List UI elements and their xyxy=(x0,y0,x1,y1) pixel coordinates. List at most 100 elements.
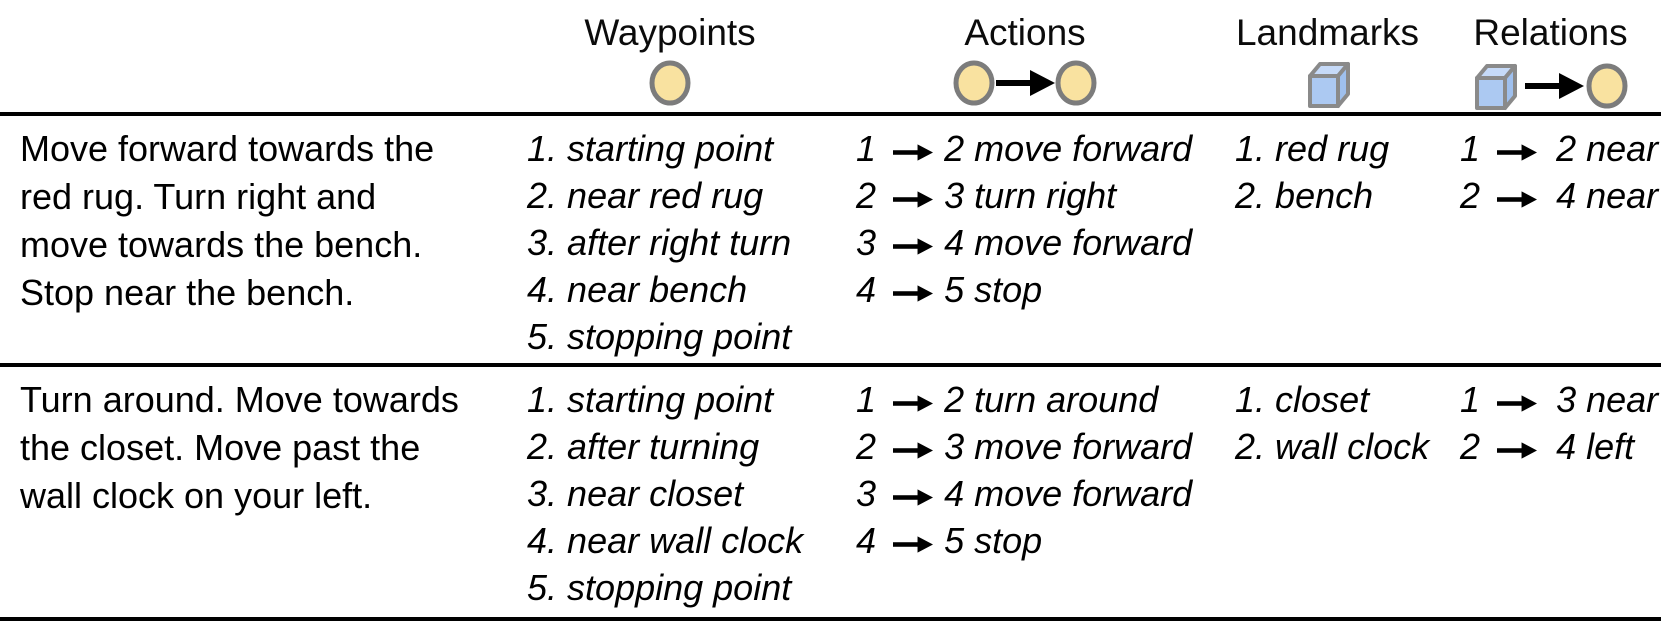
header-waypoints: Waypoints xyxy=(505,0,835,117)
landmark-item: 2. bench xyxy=(1235,172,1440,219)
from-waypoint-number: 1 xyxy=(1460,379,1481,420)
from-waypoint-number: 3 xyxy=(856,222,877,263)
arrow-right-icon xyxy=(1497,442,1538,459)
to-waypoint-number: 2 xyxy=(944,379,965,420)
item-number: 5. xyxy=(527,316,558,357)
action-item: 4 5 stop xyxy=(856,266,1215,313)
instruction-line: red rug. Turn right and xyxy=(20,176,377,217)
from-waypoint-number: 4 xyxy=(856,269,877,310)
item-number: 5. xyxy=(527,567,558,608)
item-label: turn right xyxy=(974,175,1117,216)
instruction-line: Stop near the bench. xyxy=(20,272,355,313)
action-item: 1 2 turn around xyxy=(856,376,1215,423)
item-label: wall clock xyxy=(1275,426,1430,467)
action-item: 3 4 move forward xyxy=(856,219,1215,266)
item-number: 1. xyxy=(527,128,558,169)
item-label: near xyxy=(1586,379,1659,420)
arrow-right-icon xyxy=(1497,395,1538,412)
action-item: 2 3 move forward xyxy=(856,423,1215,470)
item-label: move forward xyxy=(974,128,1193,169)
from-waypoint-number: 3 xyxy=(856,473,877,514)
item-number: 2. xyxy=(1235,175,1266,216)
from-waypoint-number: 2 xyxy=(1460,426,1481,467)
item-label: near red rug xyxy=(567,175,764,216)
item-number: 4. xyxy=(527,520,558,561)
waypoint-arrow-waypoint-icon xyxy=(950,58,1100,113)
item-label: stop xyxy=(974,269,1043,310)
item-label: starting point xyxy=(567,379,774,420)
to-waypoint-number: 4 xyxy=(944,222,965,263)
header-landmarks-label: Landmarks xyxy=(1235,12,1420,53)
header-actions: Actions xyxy=(835,0,1215,117)
arrow-right-icon xyxy=(893,489,934,506)
item-label: turn around xyxy=(974,379,1159,420)
waypoint-item: 1. starting point xyxy=(527,125,835,172)
arrow-right-icon xyxy=(893,536,934,553)
to-waypoint-number: 5 xyxy=(944,269,965,310)
instruction-line: the closet. Move past the xyxy=(20,427,421,468)
from-waypoint-number: 1 xyxy=(856,379,877,420)
item-label: starting point xyxy=(567,128,774,169)
item-label: move forward xyxy=(974,222,1193,263)
item-label: move forward xyxy=(974,473,1193,514)
item-label: bench xyxy=(1275,175,1374,216)
to-waypoint-number: 4 xyxy=(944,473,965,514)
arrow-right-icon xyxy=(893,144,934,161)
item-label: stopping point xyxy=(567,567,792,608)
action-item: 4 5 stop xyxy=(856,517,1215,564)
action-item: 1 2 move forward xyxy=(856,125,1215,172)
to-waypoint-number: 2 xyxy=(1556,128,1577,169)
item-number: 1. xyxy=(1235,379,1266,420)
item-label: closet xyxy=(1275,379,1370,420)
relation-item: 1 2 near xyxy=(1460,125,1661,172)
landmark-item: 2. wall clock xyxy=(1235,423,1440,470)
waypoint-item: 3. near closet xyxy=(527,470,835,517)
table-row: Turn around. Move towards the closet. Mov… xyxy=(0,367,1661,621)
arrow-right-icon xyxy=(1497,191,1538,208)
landmark-cube-icon xyxy=(1303,58,1353,117)
from-waypoint-number: 2 xyxy=(1460,175,1481,216)
item-number: 3. xyxy=(527,473,558,514)
item-label: after right turn xyxy=(567,222,792,263)
from-waypoint-number: 1 xyxy=(1460,128,1481,169)
item-label: near xyxy=(1586,128,1659,169)
waypoint-item: 5. stopping point xyxy=(527,564,835,611)
landmark-item: 1. closet xyxy=(1235,376,1440,423)
item-number: 1. xyxy=(1235,128,1266,169)
item-label: near xyxy=(1586,175,1659,216)
item-label: near bench xyxy=(567,269,748,310)
waypoint-item: 3. after right turn xyxy=(527,219,835,266)
cube-arrow-waypoint-icon xyxy=(1470,58,1632,117)
arrow-right-icon xyxy=(893,238,934,255)
instruction-line: move towards the bench. xyxy=(20,224,423,265)
item-label: near closet xyxy=(567,473,744,514)
instruction-line: Turn around. Move towards xyxy=(20,379,459,420)
action-item: 3 4 move forward xyxy=(856,470,1215,517)
item-label: stop xyxy=(974,520,1043,561)
waypoint-item: 2. near red rug xyxy=(527,172,835,219)
action-item: 2 3 turn right xyxy=(856,172,1215,219)
to-waypoint-number: 5 xyxy=(944,520,965,561)
waypoint-item: 4. near bench xyxy=(527,266,835,313)
to-waypoint-number: 3 xyxy=(944,426,965,467)
to-waypoint-number: 4 xyxy=(1556,175,1577,216)
to-waypoint-number: 3 xyxy=(1556,379,1577,420)
item-number: 1. xyxy=(527,379,558,420)
from-waypoint-number: 2 xyxy=(856,426,877,467)
waypoint-item: 4. near wall clock xyxy=(527,517,835,564)
waypoint-circle-icon xyxy=(647,58,693,113)
arrow-right-icon xyxy=(893,285,934,302)
item-label: after turning xyxy=(567,426,760,467)
landmark-item: 1. red rug xyxy=(1235,125,1440,172)
table-header: Waypoints Actions Landmarks xyxy=(0,0,1661,116)
waypoint-item: 2. after turning xyxy=(527,423,835,470)
to-waypoint-number: 4 xyxy=(1556,426,1577,467)
